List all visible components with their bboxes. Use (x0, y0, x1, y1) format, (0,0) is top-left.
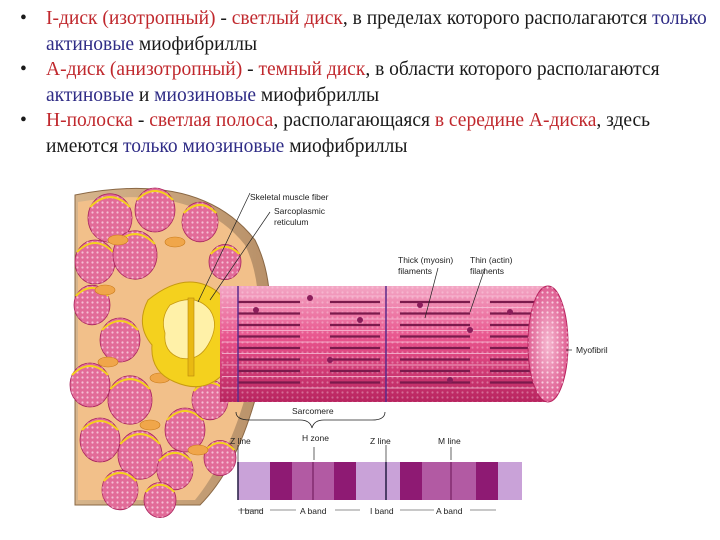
bullet-text-part: и (133, 84, 155, 106)
bullet-text-part: только актиновые (46, 8, 707, 55)
bullet-text-part: темный диск (258, 59, 366, 80)
myofibril-cross-section (156, 449, 194, 491)
bullet-dot-icon: • (20, 59, 27, 80)
filament-node (357, 317, 363, 323)
bullet-text-part: , здесь имеются (46, 110, 651, 157)
bullet-a-disk: • А-диск (анизотропный) - темный диск, в… (18, 57, 708, 108)
label-thin-filaments-2: filaments (470, 266, 504, 276)
label-i-band-right: I band (370, 506, 394, 516)
label-thick-filaments: Thick (myosin) (398, 255, 453, 265)
band-segment (422, 462, 476, 500)
bullet-text-part: светлая полоса (149, 110, 274, 131)
label-h-zone: H zone (302, 433, 329, 443)
myofibril-cross-section (203, 439, 237, 476)
bullet-text-part: , в пределах которого располагаются (342, 8, 653, 29)
myofibril-cross-section (107, 375, 153, 425)
label-a-band-right: A band (436, 506, 463, 516)
label-thin-filaments: Thin (actin) (470, 255, 513, 265)
myofibril-cross-section (143, 481, 177, 518)
label-z-line-right: Z line (370, 436, 391, 446)
sarcoplasmic-reticulum-shape (141, 281, 237, 388)
bullet-text-part: миозиновые (154, 84, 256, 106)
myofibril-cross-section (73, 284, 111, 326)
label-sarcomere: Sarcomere (292, 406, 334, 416)
bullet-i-disk: • I-диск (изотропный) - светлый диск, в … (18, 6, 708, 57)
label-z-line-left: Z line (230, 436, 251, 446)
filament-node (253, 307, 259, 313)
myofibril-cross-section (181, 201, 219, 243)
bullet-text-part: актиновые (46, 84, 134, 106)
mitochondrion-shape (139, 419, 161, 431)
bullet-text-part: светлый диск (231, 8, 343, 29)
label-myofibril: Myofibril (576, 345, 608, 355)
bullet-text-part: миофибриллы (133, 33, 258, 55)
mitochondrion-shape (164, 236, 186, 248)
bullet-text-part: - (132, 110, 150, 131)
filament-node (507, 309, 513, 315)
filament-node (447, 377, 453, 383)
myofibril-cross-section (99, 317, 141, 363)
bullet-text-part: , в области которого располагаются (365, 59, 660, 80)
label-sarcoplasmic: Sarcoplasmic (274, 206, 326, 216)
filament-node (307, 295, 313, 301)
band-segment (498, 462, 522, 500)
bullet-text-part: - (215, 8, 232, 29)
band-segment (400, 462, 422, 500)
filament-node (417, 302, 423, 308)
band-segment (270, 462, 292, 500)
bullet-list: • I-диск (изотропный) - светлый диск, в … (18, 6, 708, 159)
band-segment (334, 462, 356, 500)
bullet-text-part: миофибриллы (256, 84, 380, 106)
label-reticulum: reticulum (274, 217, 308, 227)
mitochondrion-shape (94, 284, 116, 296)
band-segment (238, 462, 270, 500)
myofibril-cross-section (87, 193, 133, 243)
bullet-text-part: , располагающаяся (273, 110, 435, 131)
term-h-zone: Н-полоска (46, 110, 133, 131)
leader-lines (197, 192, 572, 500)
band-segment (476, 462, 498, 500)
filament-node (467, 327, 473, 333)
label-skeletal-muscle-fiber: Skeletal muscle fiber (250, 192, 329, 202)
bullet-text-part: только миозиновые (123, 135, 285, 157)
bullet-dot-icon: • (20, 110, 27, 131)
myofibril-cross-section (164, 407, 206, 453)
label-i-band-left: I band (240, 506, 264, 516)
mitochondrion-shape (187, 444, 209, 456)
sarcomere-bracket (235, 411, 386, 429)
filament-node (327, 357, 333, 363)
myofibril-cross-section (101, 469, 139, 511)
myofibril-cross-section (208, 243, 242, 280)
mitochondrion-shape (107, 234, 129, 246)
myofibril-cross-section (69, 362, 111, 408)
myofibril-cross-section (117, 430, 163, 480)
bullet-text-part: миофибриллы (284, 135, 408, 157)
term-i-disk: I-диск (изотропный) (46, 8, 216, 29)
myofibril-tube (220, 285, 569, 403)
band-diagram (237, 462, 522, 500)
term-a-disk: А-диск (анизотропный) (46, 59, 243, 80)
label-a-band-left: A band (300, 506, 327, 516)
label-m-line: M line (438, 436, 461, 446)
bullet-dot-icon: • (20, 8, 27, 29)
myofibril-bundle (69, 187, 242, 518)
band-segment (356, 462, 400, 500)
bullet-text-part: в середине А-диска (434, 110, 597, 131)
myofibril-cross-section (191, 379, 229, 421)
mitochondrion-shape (97, 356, 119, 368)
bullet-h-zone: • Н-полоска - светлая полоса, располагаю… (18, 108, 708, 159)
label-thick-filaments-2: filaments (398, 266, 432, 276)
myofibril-cross-section (74, 239, 116, 285)
filament-lines (222, 286, 545, 402)
myofibril-cross-section (79, 417, 121, 463)
myofibril-cross-section (134, 187, 176, 233)
bullet-text-part: - (242, 59, 259, 80)
